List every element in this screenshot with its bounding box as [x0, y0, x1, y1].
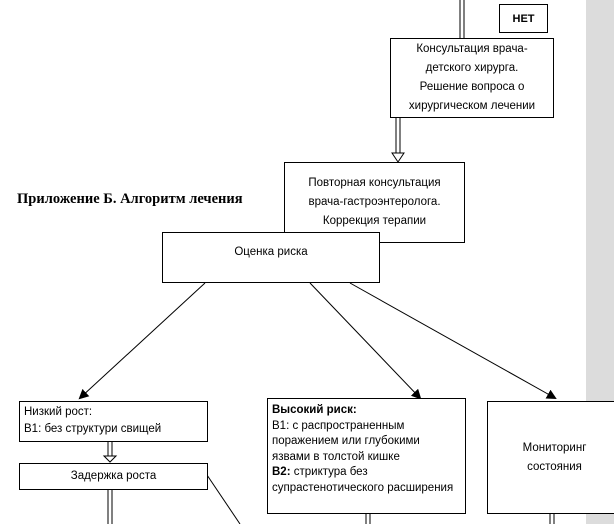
arrow-risk-to-low	[78, 282, 206, 400]
high-risk-b1-text: B1: с распространенным поражением или гл…	[272, 419, 420, 463]
high-risk-heading: Высокий риск:	[272, 404, 357, 416]
double-arrow-surgeon-gastro	[391, 118, 405, 163]
high-risk-b2-label: B2:	[272, 466, 291, 478]
low-growth-box: Низкий рост: B1: без структури свищей	[19, 401, 208, 442]
no-label: НЕТ	[499, 4, 548, 33]
monitoring-text: Мониторинг состояния	[522, 441, 587, 473]
arrow-risk-to-monitor	[349, 282, 557, 399]
surgeon-consultation-box: Консультация врача- детского хирурга. Ре…	[390, 38, 554, 118]
double-arrow-low-delay	[102, 442, 118, 463]
line-delay-diagonal	[206, 474, 241, 524]
double-line-bottom-left	[107, 490, 113, 524]
double-line-bottom-high	[365, 514, 371, 524]
growth-delay-text: Задержка роста	[70, 470, 157, 482]
gastro-consultation-text: Повторная консультация врача-гастроэнтер…	[308, 177, 441, 227]
double-line-bottom-monitor	[549, 514, 555, 524]
high-risk-b2-text: стриктура без супрастенотического расшир…	[272, 466, 454, 494]
monitoring-box: Мониторинг состояния	[487, 401, 614, 514]
growth-delay-box: Задержка роста	[19, 463, 208, 490]
arrow-risk-to-high	[309, 282, 422, 400]
high-risk-box: Высокий риск: B1: с распространенным пор…	[267, 398, 466, 514]
double-arrow-top	[459, 0, 465, 38]
low-growth-line1: Низкий рост:	[24, 406, 93, 418]
low-growth-line2: B1: без структури свищей	[24, 423, 162, 435]
high-risk-b2-line: B2: стриктура без супрастенотического ра…	[272, 465, 461, 496]
risk-assessment-box: Оценка риска	[162, 232, 380, 283]
appendix-title: Приложение Б. Алгоритм лечения	[17, 191, 243, 207]
gastro-consultation-box: Повторная консультация врача-гастроэнтер…	[284, 162, 465, 243]
risk-assessment-text: Оценка риска	[234, 246, 308, 258]
surgeon-consultation-text: Консультация врача- детского хирурга. Ре…	[408, 43, 536, 112]
